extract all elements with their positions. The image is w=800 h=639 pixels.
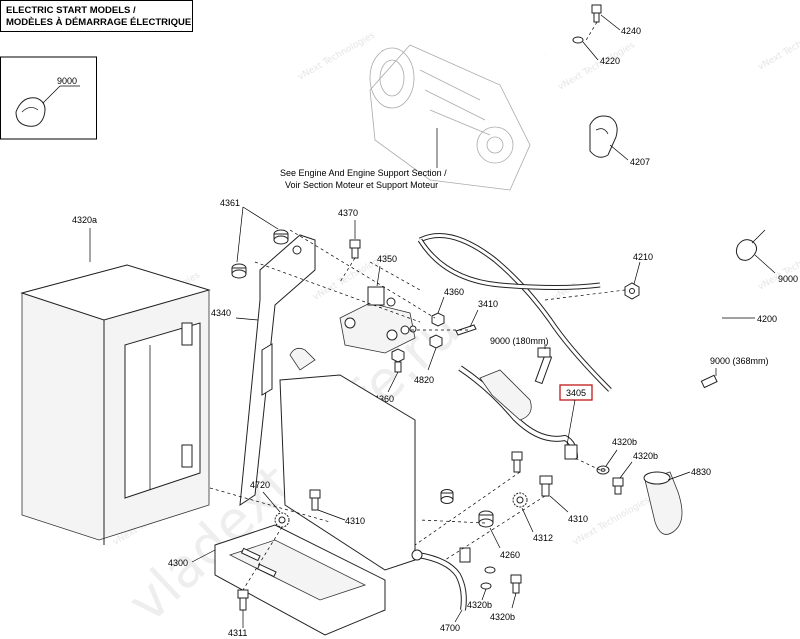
callout-4300: 4300 — [168, 558, 188, 568]
callout-4820: 4820 — [414, 375, 434, 385]
cable-4200 — [417, 54, 726, 457]
callout-4830: 4830 — [691, 467, 711, 477]
boot-4830 — [643, 471, 683, 535]
callout-4361: 4361 — [220, 198, 240, 208]
grommet-4361-b — [231, 263, 247, 279]
callout-4310-left: 4310 — [345, 516, 365, 526]
callout-4207: 4207 — [630, 157, 650, 167]
bolt-4240 — [591, 4, 602, 23]
vendor-watermark-9: vNext Technologies — [757, 240, 800, 292]
solenoid-4350 — [339, 286, 417, 354]
bolt-4311 — [237, 589, 249, 611]
nut-4360-top — [431, 312, 445, 327]
bolt-mid — [511, 451, 523, 473]
vendor-watermark-8: vNext Technologies — [757, 20, 800, 72]
callout-4200: 4200 — [757, 314, 777, 324]
inset-box: 9000 — [0, 56, 97, 140]
vendor-watermark-1: vNext Technologies — [297, 30, 378, 82]
tie-9000-right — [735, 229, 766, 261]
nut-4210 — [624, 282, 640, 300]
vendor-watermark-2: vNext Technologies — [557, 40, 638, 92]
battery-4320a — [20, 264, 211, 545]
grommet-4361-a — [273, 229, 289, 245]
battery-tray-4300 — [214, 524, 386, 636]
bolt-4310-left — [309, 489, 321, 511]
callout-4720: 4720 — [250, 480, 270, 490]
bolt-4310-right — [539, 475, 553, 497]
callout-9000-368mm: 9000 (368mm) — [710, 356, 769, 366]
callout-4360-top: 4360 — [444, 287, 464, 297]
callout-4350: 4350 — [377, 254, 397, 264]
tie-9000-180mm — [534, 347, 553, 385]
callout-9000-180mm: 9000 (180mm) — [490, 336, 549, 346]
spacer-4260 — [478, 510, 494, 528]
callout-4370: 4370 — [338, 208, 358, 218]
cable-3405 — [458, 365, 578, 460]
callout-4320b-bottom-1: 4320b — [467, 600, 492, 610]
note-line-1: See Engine And Engine Support Section / — [280, 168, 447, 178]
clip-9000-inset — [15, 97, 46, 127]
callout-4320b-top: 4320b — [612, 437, 637, 447]
callout-4220: 4220 — [600, 56, 620, 66]
hardware-4320b-right — [596, 465, 624, 495]
title-line-1: ELECTRIC START MODELS / — [6, 5, 136, 16]
callout-4320b-bottom-2: 4320b — [490, 612, 515, 622]
title-line-2: MODÈLES À DÉMARRAGE ÉLECTRIQUE — [6, 17, 191, 28]
callout-4340: 4340 — [211, 308, 231, 318]
spacer-upper — [440, 489, 454, 504]
starter-motor — [369, 44, 531, 191]
callout-4240: 4240 — [621, 26, 641, 36]
callout-9000-right: 9000 — [778, 274, 798, 284]
callout-4700: 4700 — [440, 623, 460, 633]
callout-3410: 3410 — [478, 299, 498, 309]
bracket-4340 — [239, 234, 316, 507]
callout-4210: 4210 — [633, 252, 653, 262]
callout-4320a: 4320a — [72, 215, 97, 225]
star-washer-4312 — [512, 492, 528, 508]
tie-9000-368mm — [700, 374, 718, 389]
star-washer-4720 — [274, 512, 290, 528]
clip-4207 — [589, 115, 618, 158]
hardware-4320b-bottom — [480, 566, 522, 594]
callout-4260: 4260 — [500, 550, 520, 560]
nut-4820 — [429, 334, 443, 349]
callout-3405-box: 3405 — [559, 384, 593, 401]
callout-4312: 4312 — [533, 533, 553, 543]
callout-4320b-mid: 4320b — [633, 451, 658, 461]
callout-9000-inset: 9000 — [57, 76, 77, 86]
note-line-2: Voir Section Moteur et Support Moteur — [285, 180, 438, 190]
bolt-4370 — [349, 239, 361, 259]
title-box: ELECTRIC START MODELS / MODÈLES À DÉMARR… — [0, 0, 193, 32]
callout-4310-right: 4310 — [568, 514, 588, 524]
callout-3405: 3405 — [566, 388, 586, 398]
washer-4220 — [572, 36, 584, 44]
callout-4360-bottom: 4360 — [374, 394, 394, 404]
cable-4700 — [411, 547, 471, 611]
callout-4311: 4311 — [228, 628, 247, 638]
